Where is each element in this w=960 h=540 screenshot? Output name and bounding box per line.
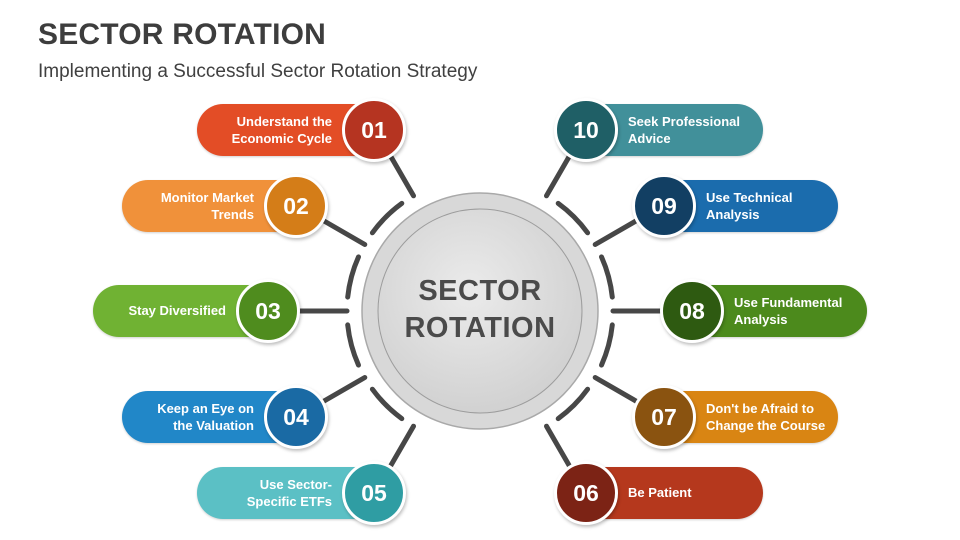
step-number: 05 — [361, 479, 387, 506]
page-subtitle: Implementing a Successful Sector Rotatio… — [38, 61, 478, 82]
step-number: 02 — [283, 192, 309, 219]
step-label: Be Patient — [628, 485, 692, 501]
step-number: 01 — [361, 116, 387, 143]
step-number-badge: 04 — [264, 385, 328, 449]
header: SECTOR ROTATION Implementing a Successfu… — [38, 18, 477, 83]
page-title: SECTOR ROTATION — [38, 18, 326, 51]
center-circle — [361, 192, 599, 430]
step-number: 03 — [255, 297, 281, 324]
step-label: Understand the Economic Cycle — [231, 113, 332, 146]
center-label-line2: ROTATION — [404, 312, 556, 345]
center-label: SECTOR ROTATION — [370, 273, 590, 347]
step-item-09: Use Technical Analysis 09 — [632, 174, 838, 238]
step-label: Use Sector- Specific ETFs — [246, 476, 332, 509]
step-label: Monitor Market Trends — [160, 189, 254, 222]
step-item-07: Don't be Afraid to Change the Course 07 — [632, 385, 838, 449]
step-number-badge: 05 — [342, 461, 406, 525]
step-number: 07 — [651, 403, 677, 430]
step-number-badge: 10 — [554, 98, 618, 162]
step-number-badge: 06 — [554, 461, 618, 525]
step-number-badge: 02 — [264, 174, 328, 238]
step-item-06: Be Patient 06 — [554, 461, 763, 525]
step-number: 08 — [679, 297, 705, 324]
step-label: Stay Diversified — [128, 303, 226, 319]
step-label: Use Technical Analysis — [706, 189, 793, 222]
step-label: Use Fundamental Analysis — [734, 294, 843, 327]
step-number-badge: 03 — [236, 279, 300, 343]
center-label-line1: SECTOR — [418, 275, 542, 307]
step-item-01: Understand the Economic Cycle 01 — [197, 98, 406, 162]
step-item-03: Stay Diversified 03 — [93, 279, 300, 343]
step-item-05: Use Sector- Specific ETFs 05 — [197, 461, 406, 525]
step-number-badge: 01 — [342, 98, 406, 162]
step-item-02: Monitor Market Trends 02 — [122, 174, 328, 238]
step-number: 04 — [283, 403, 309, 430]
step-item-08: Use Fundamental Analysis 08 — [660, 279, 867, 343]
step-number-badge: 08 — [660, 279, 724, 343]
step-number: 09 — [651, 192, 677, 219]
step-item-10: Seek Professional Advice 10 — [554, 98, 763, 162]
step-label: Don't be Afraid to Change the Course — [706, 400, 826, 433]
step-number: 10 — [573, 116, 599, 143]
step-item-04: Keep an Eye on the Valuation 04 — [122, 385, 328, 449]
step-label: Keep an Eye on the Valuation — [157, 400, 254, 433]
step-label: Seek Professional Advice — [628, 113, 740, 146]
step-number: 06 — [573, 479, 599, 506]
step-number-badge: 07 — [632, 385, 696, 449]
step-number-badge: 09 — [632, 174, 696, 238]
